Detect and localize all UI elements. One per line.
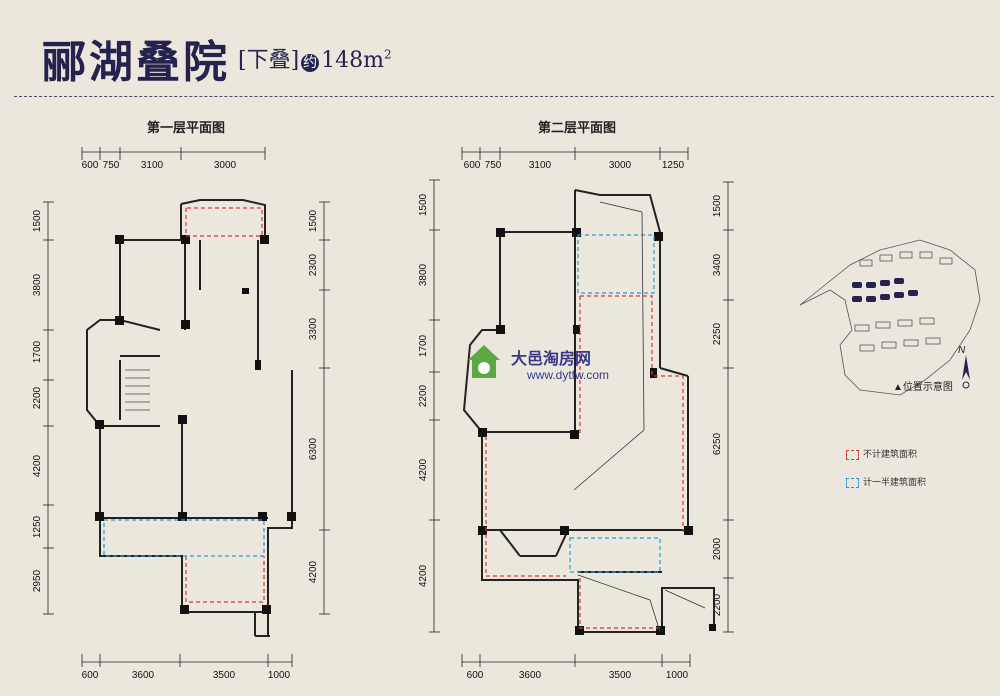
dimension-lines: 600 750 3100 3000 600 3600 3500 1000 1500 3800 170… xyxy=(32,147,734,681)
plan-1-top-dim-label: 600 xyxy=(82,160,99,171)
plan-2-columns xyxy=(478,228,716,635)
legend-item-excluded: 不计建筑面积 xyxy=(846,447,917,460)
subtitle-area: 148 xyxy=(321,48,364,73)
plan-1-right-dim-label: 6300 xyxy=(308,437,319,460)
compass-icon xyxy=(962,355,970,389)
plan-2-title: 第二层平面图 xyxy=(538,121,617,136)
plan-2-top-dim-label: 600 xyxy=(464,160,481,171)
watermark-url: www.dytfw.com xyxy=(527,368,610,382)
plan-2-top-dim-label: 1250 xyxy=(662,160,685,171)
plan-2-bottom-dim-label: 1000 xyxy=(666,670,689,681)
plan-1-left-dim-label: 1250 xyxy=(32,515,43,538)
plan-2-left-dim-label: 1700 xyxy=(418,334,429,357)
plan-2-top-dim-label: 750 xyxy=(485,160,502,171)
plan-2-right-dim-label: 3400 xyxy=(712,253,723,276)
subtitle-unit-sup: 2 xyxy=(384,47,392,62)
plan-1-left-dim-label: 1500 xyxy=(32,209,43,232)
plan-2-right-dim-label: 6250 xyxy=(712,432,723,455)
plan-2-area-outlines xyxy=(485,234,684,629)
header-divider xyxy=(14,96,994,97)
plan-1-left-dim-label: 1700 xyxy=(32,340,43,363)
plan-1-right-dim-label: 2300 xyxy=(308,253,319,276)
plan-2-top-dim-label: 3000 xyxy=(609,160,632,171)
plan-1-top-dim-label: 3100 xyxy=(141,160,164,171)
site-plan-highlight xyxy=(852,278,918,302)
plan-1-bottom-dim-label: 600 xyxy=(82,670,99,681)
subtitle-unit: m xyxy=(363,48,385,73)
plan-2-left-dim-label: 2200 xyxy=(418,384,429,407)
plan-2-right-dim-label: 2200 xyxy=(712,593,723,616)
site-plan-sketch xyxy=(799,239,981,396)
plan-1-bottom-dim-label: 3600 xyxy=(132,670,155,681)
plan-1-bottom-dim-label: 1000 xyxy=(268,670,291,681)
plan-1-left-dim-label: 2200 xyxy=(32,386,43,409)
plan-1-area-outlines xyxy=(103,207,265,603)
plan-2-left-dim-label: 4200 xyxy=(418,458,429,481)
plan-2-right-dim-label: 2250 xyxy=(712,322,723,345)
plan-2-bottom-dim-label: 3500 xyxy=(609,670,632,681)
plan-2-right-dim-label: 2000 xyxy=(712,537,723,560)
plan-2-left-dim-label: 4200 xyxy=(418,564,429,587)
plan-1-left-dim-label: 2950 xyxy=(32,569,43,592)
plan-1-right-dim-label: 1500 xyxy=(308,209,319,232)
plan-2-top-dim-label: 3100 xyxy=(529,160,552,171)
plan-1-right-dim-label: 4200 xyxy=(308,560,319,583)
legend-label-half: 计一半建筑面积 xyxy=(863,477,927,487)
plan-1-left-dim-label: 4200 xyxy=(32,454,43,477)
compass-label: N xyxy=(958,345,966,356)
plan-1-title: 第一层平面图 xyxy=(147,121,226,136)
plan-1-top-dim-label: 750 xyxy=(103,160,120,171)
plan-1-bottom-dim-label: 3500 xyxy=(213,670,236,681)
subtitle-prefix: 约 xyxy=(301,54,320,72)
plan-2-roof-lines xyxy=(573,201,706,633)
plan-2-walls xyxy=(462,189,715,633)
plan-2-left-dim-label: 1500 xyxy=(418,193,429,216)
watermark-text: 大邑淘房网 xyxy=(511,351,592,368)
house-logo-icon xyxy=(468,345,500,378)
plan-2-left-dim-label: 3800 xyxy=(418,263,429,286)
page-title: 郦湖叠院 xyxy=(42,37,230,88)
plan-1-left-dim-label: 3800 xyxy=(32,273,43,296)
plan-1-walls xyxy=(86,199,293,637)
plan-1-right-dim-label: 3300 xyxy=(308,317,319,340)
subtitle-bracket: [下叠] xyxy=(238,48,300,73)
legend-swatch-red xyxy=(846,449,859,460)
plan-2-right-dim-label: 1500 xyxy=(712,194,723,217)
plan-1-top-dim-label: 3000 xyxy=(214,160,237,171)
plan-1-columns xyxy=(95,235,296,614)
site-plan-label: ▲位置示意图 xyxy=(893,382,953,393)
plan-2-bottom-dim-label: 3600 xyxy=(519,670,542,681)
plan-2-bottom-dim-label: 600 xyxy=(467,670,484,681)
plan-1-stairs xyxy=(125,369,150,411)
legend-swatch-blue xyxy=(846,477,859,488)
legend-item-half: 计一半建筑面积 xyxy=(846,475,926,488)
legend-label-excluded: 不计建筑面积 xyxy=(863,449,918,459)
